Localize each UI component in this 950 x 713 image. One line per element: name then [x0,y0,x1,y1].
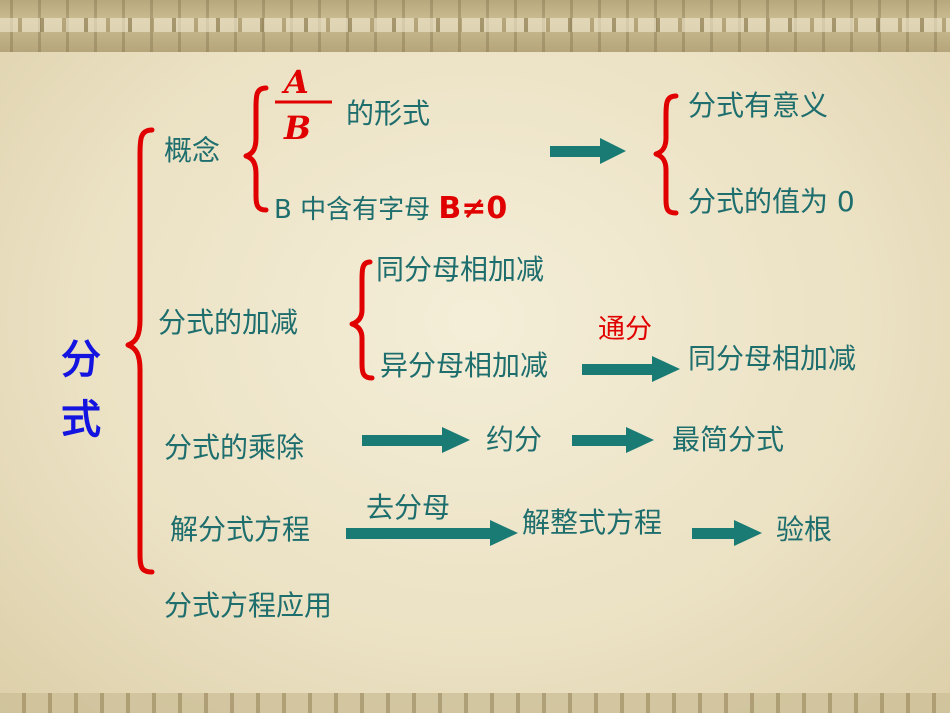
decorative-border-top [0,0,950,52]
addition-label: 分式的加减 [158,306,299,339]
decorative-border-bottom [0,693,950,713]
arrow-equation-1 [346,520,518,546]
topic-title: 分 式 [56,330,106,450]
arrow-multiplication-2 [572,427,654,453]
simplest-fraction: 最简分式 [672,423,785,456]
topic-char-2: 式 [61,397,101,443]
form-text: 的形式 [346,97,431,130]
common-denominator-label: 通分 [598,314,652,345]
topic-char-1: 分 [61,337,101,383]
condition-prefix: B 中含有字母 [274,195,439,225]
solve-integral-equation: 解整式方程 [522,506,663,539]
clear-denominator-label: 去分母 [366,491,451,524]
equation-label: 解分式方程 [170,513,311,546]
reduce-fraction: 约分 [486,423,543,456]
fraction-numerator: A [284,63,309,101]
main-brace [125,127,155,575]
result-zero: 分式的值为 0 [688,185,855,218]
concept-label: 概念 [164,134,221,167]
fraction-denominator: B [284,109,312,147]
arrow-equation-2 [692,520,762,546]
application-label: 分式方程应用 [164,589,333,622]
multiplication-label: 分式的乘除 [164,431,305,464]
results-brace [653,93,679,216]
result-meaningful: 分式有意义 [688,89,829,122]
arrow-concept [550,138,626,164]
condition-text: B 中含有字母 B≠0 [274,194,507,224]
addition-brace [349,259,375,381]
arrow-multiplication-1 [362,427,470,453]
verify-root: 验根 [776,513,833,546]
addition-result: 同分母相加减 [688,342,857,375]
condition-highlight: B≠0 [438,191,508,226]
different-denominator: 异分母相加减 [380,349,549,382]
same-denominator: 同分母相加减 [376,253,545,286]
concept-brace [243,85,269,213]
arrow-addition [582,356,680,382]
